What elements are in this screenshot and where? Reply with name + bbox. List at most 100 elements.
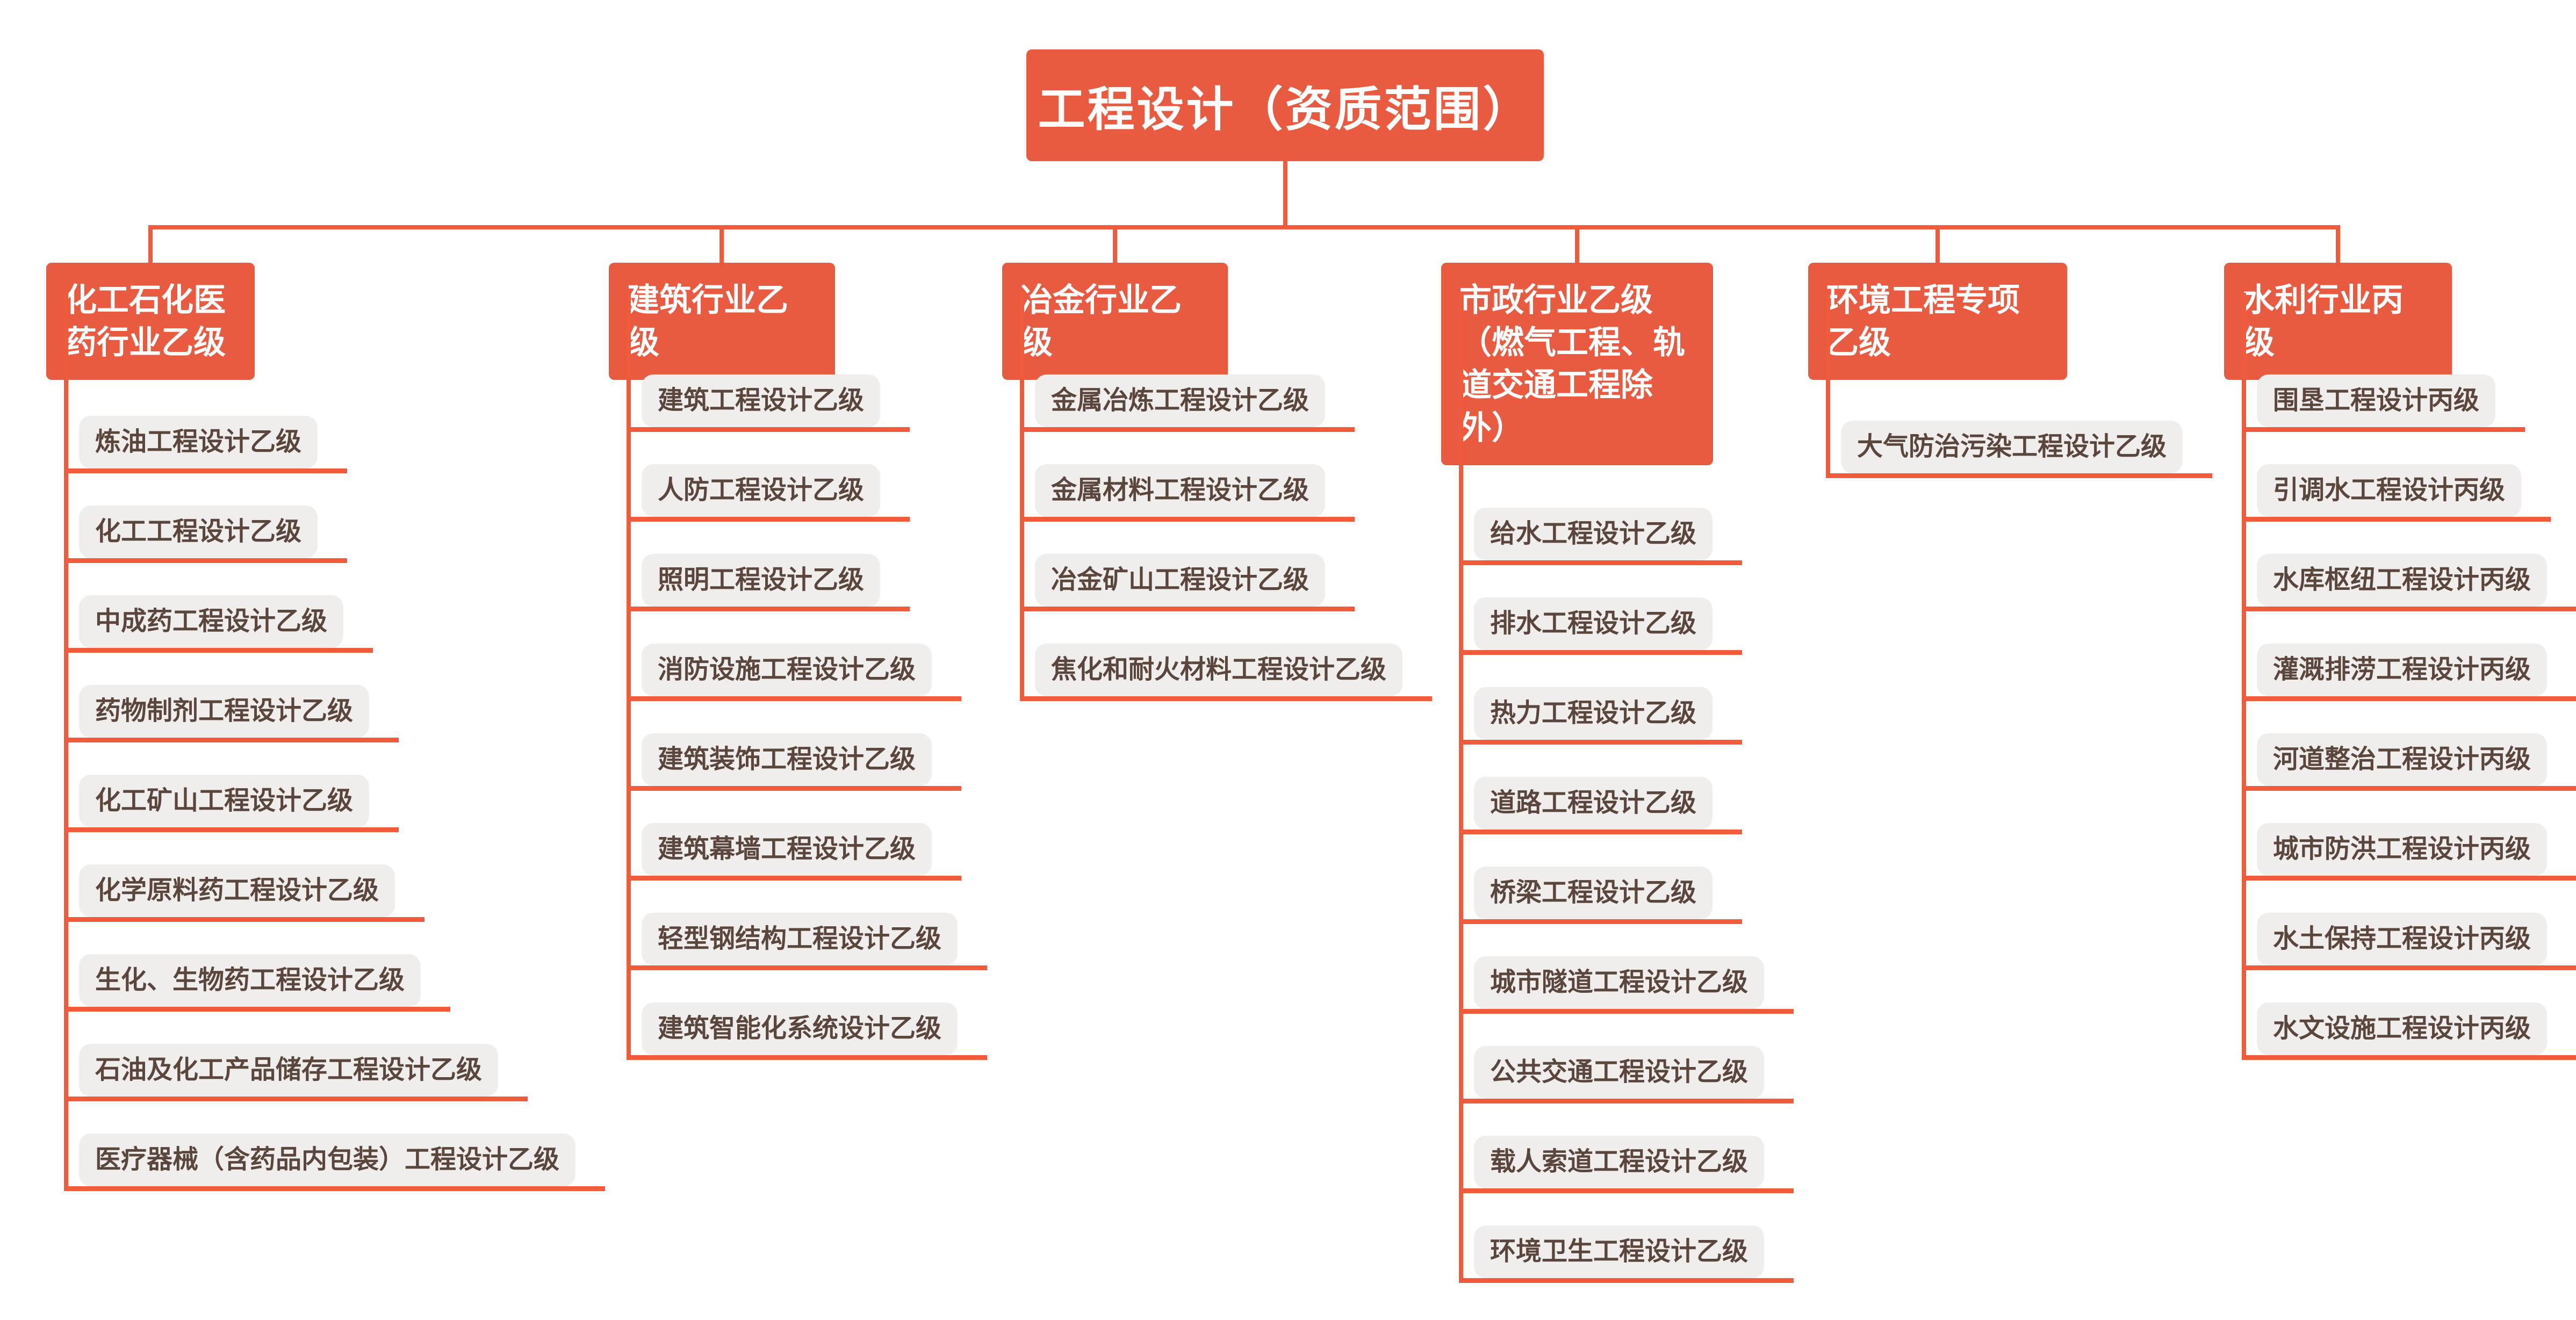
item-node: 引调水工程设计丙级	[2257, 464, 2522, 517]
item-row: 建筑装饰工程设计乙级	[627, 733, 962, 791]
item-row: 人防工程设计乙级	[627, 464, 910, 522]
item-row: 水土保持工程设计丙级	[2242, 913, 2576, 970]
branch-header: 市政行业乙级（燃气工程、轨道交通工程除外）	[1441, 263, 1713, 465]
item-row: 载人索道工程设计乙级	[1459, 1136, 1794, 1193]
item-row: 桥梁工程设计乙级	[1459, 867, 1743, 924]
item-row: 冶金矿山工程设计乙级	[1020, 554, 1355, 611]
item-row: 金属冶炼工程设计乙级	[1020, 374, 1355, 432]
item-node: 轻型钢结构工程设计乙级	[642, 913, 958, 965]
item-node: 冶金矿山工程设计乙级	[1035, 554, 1326, 607]
item-node: 河道整治工程设计丙级	[2257, 733, 2548, 786]
item-row: 水文设施工程设计丙级	[2242, 1002, 2576, 1060]
connector-branch-spine	[2242, 293, 2246, 1060]
connector-branch-drop	[148, 225, 153, 265]
item-node: 灌溉排涝工程设计丙级	[2257, 644, 2548, 696]
item-node: 载人索道工程设计乙级	[1474, 1136, 1765, 1188]
item-node: 建筑装饰工程设计乙级	[642, 733, 932, 786]
connector-title-stub	[1283, 160, 1287, 229]
connector-main-rail	[148, 225, 2340, 229]
item-row: 大气防治污染工程设计乙级	[1826, 421, 2213, 478]
item-row: 生化、生物药工程设计乙级	[64, 954, 451, 1012]
item-node: 药物制剂工程设计乙级	[79, 685, 370, 738]
item-row: 给水工程设计乙级	[1459, 508, 1743, 565]
connector-branch-drop	[719, 225, 724, 265]
item-row: 灌溉排涝工程设计丙级	[2242, 644, 2576, 701]
item-node: 排水工程设计乙级	[1474, 597, 1713, 650]
item-node: 石油及化工产品储存工程设计乙级	[79, 1044, 499, 1097]
connector-branch-spine	[1020, 293, 1024, 701]
item-row: 石油及化工产品储存工程设计乙级	[64, 1044, 528, 1101]
item-node: 给水工程设计乙级	[1474, 508, 1713, 560]
item-node: 金属材料工程设计乙级	[1035, 464, 1326, 517]
item-row: 轻型钢结构工程设计乙级	[627, 913, 988, 970]
connector-branch-drop	[1935, 225, 1940, 265]
item-row: 消防设施工程设计乙级	[627, 644, 962, 701]
item-row: 医疗器械（含药品内包装）工程设计乙级	[64, 1134, 606, 1191]
item-row: 环境卫生工程设计乙级	[1459, 1225, 1794, 1283]
item-node: 照明工程设计乙级	[642, 554, 881, 607]
item-row: 排水工程设计乙级	[1459, 597, 1743, 655]
item-row: 城市防洪工程设计丙级	[2242, 823, 2576, 881]
item-row: 城市隧道工程设计乙级	[1459, 956, 1794, 1014]
item-node: 建筑智能化系统设计乙级	[642, 1002, 958, 1055]
connector-branch-spine	[64, 293, 68, 1191]
connector-branch-spine	[1826, 293, 1830, 478]
item-row: 公共交通工程设计乙级	[1459, 1046, 1794, 1103]
item-row: 照明工程设计乙级	[627, 554, 910, 611]
branch-header: 建筑行业乙级	[609, 263, 835, 380]
item-row: 河道整治工程设计丙级	[2242, 733, 2576, 791]
item-row: 围垦工程设计丙级	[2242, 374, 2525, 432]
item-row: 焦化和耐火材料工程设计乙级	[1020, 644, 1433, 701]
branch-header: 环境工程专项乙级	[1808, 263, 2067, 380]
connector-branch-drop	[2336, 225, 2340, 265]
item-node: 环境卫生工程设计乙级	[1474, 1225, 1765, 1278]
branch-header: 冶金行业乙级	[1002, 263, 1228, 380]
connector-branch-spine	[1459, 293, 1463, 1283]
item-node: 医疗器械（含药品内包装）工程设计乙级	[79, 1134, 576, 1186]
item-node: 金属冶炼工程设计乙级	[1035, 374, 1326, 427]
item-row: 建筑工程设计乙级	[627, 374, 910, 432]
item-node: 道路工程设计乙级	[1474, 777, 1713, 829]
item-row: 金属材料工程设计乙级	[1020, 464, 1355, 522]
item-row: 热力工程设计乙级	[1459, 687, 1743, 745]
item-row: 水库枢纽工程设计丙级	[2242, 554, 2576, 611]
item-node: 消防设施工程设计乙级	[642, 644, 932, 696]
item-node: 城市隧道工程设计乙级	[1474, 956, 1765, 1009]
item-node: 人防工程设计乙级	[642, 464, 881, 517]
connector-branch-drop	[1575, 225, 1579, 265]
chart-title-node: 工程设计（资质范围）	[1026, 49, 1544, 161]
item-row: 道路工程设计乙级	[1459, 777, 1743, 834]
item-node: 水土保持工程设计丙级	[2257, 913, 2548, 965]
item-row: 建筑智能化系统设计乙级	[627, 1002, 988, 1060]
item-row: 中成药工程设计乙级	[64, 595, 373, 653]
item-node: 建筑幕墙工程设计乙级	[642, 823, 932, 876]
item-node: 焦化和耐火材料工程设计乙级	[1035, 644, 1403, 696]
item-node: 围垦工程设计丙级	[2257, 374, 2496, 427]
item-row: 药物制剂工程设计乙级	[64, 685, 399, 742]
item-node: 公共交通工程设计乙级	[1474, 1046, 1765, 1099]
item-node: 大气防治污染工程设计乙级	[1841, 421, 2183, 473]
item-row: 建筑幕墙工程设计乙级	[627, 823, 962, 881]
item-node: 化工矿山工程设计乙级	[79, 775, 370, 827]
item-node: 建筑工程设计乙级	[642, 374, 881, 427]
item-node: 生化、生物药工程设计乙级	[79, 954, 421, 1007]
connector-branch-spine	[627, 293, 631, 1060]
item-row: 化工工程设计乙级	[64, 506, 348, 563]
item-row: 化学原料药工程设计乙级	[64, 864, 425, 922]
item-row: 炼油工程设计乙级	[64, 416, 348, 473]
item-node: 中成药工程设计乙级	[79, 595, 344, 648]
item-row: 化工矿山工程设计乙级	[64, 775, 399, 832]
connector-branch-drop	[1113, 225, 1117, 265]
item-node: 水库枢纽工程设计丙级	[2257, 554, 2548, 607]
item-row: 引调水工程设计丙级	[2242, 464, 2551, 522]
item-node: 城市防洪工程设计丙级	[2257, 823, 2548, 876]
item-node: 炼油工程设计乙级	[79, 416, 318, 468]
item-node: 水文设施工程设计丙级	[2257, 1002, 2548, 1055]
item-node: 热力工程设计乙级	[1474, 687, 1713, 740]
item-node: 桥梁工程设计乙级	[1474, 867, 1713, 919]
branch-header: 化工石化医药行业乙级	[46, 263, 255, 380]
item-node: 化工工程设计乙级	[79, 506, 318, 558]
chart-title: 工程设计（资质范围）	[1038, 82, 1532, 136]
item-node: 化学原料药工程设计乙级	[79, 864, 395, 917]
